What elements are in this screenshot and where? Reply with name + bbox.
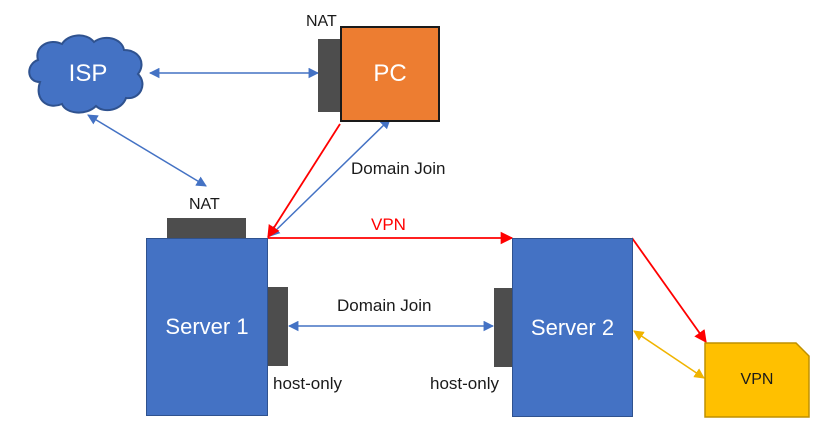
server2-node <box>512 238 633 417</box>
server1-label: Server 1 <box>165 314 249 339</box>
server2-label: Server 2 <box>530 314 615 340</box>
pc-nat-label: NAT <box>306 13 337 30</box>
server1-hostonly-adapter <box>268 287 288 366</box>
domain-join-pc-label: Domain Join <box>351 159 446 178</box>
pc-label: PC <box>373 60 407 87</box>
server2-vpn-card-link <box>631 237 707 344</box>
server1-nat-adapter <box>167 218 246 238</box>
server1-hostonly-label: host-only <box>273 374 342 393</box>
isp-server1-link <box>87 114 207 187</box>
pc-server1-vpn-link <box>267 123 341 239</box>
server1-node <box>146 238 268 416</box>
vpn-link-label: VPN <box>371 215 406 234</box>
isp-label: ISP <box>68 60 108 87</box>
domain-join-servers-label: Domain Join <box>337 296 432 315</box>
pc-server1-domain-join-link <box>269 118 391 237</box>
vpn-card-label: VPN <box>740 371 774 388</box>
server2-hostonly-adapter <box>494 288 513 367</box>
vpn-card-icon <box>704 342 810 418</box>
server2-hostonly-label: host-only <box>430 374 499 393</box>
isp-cloud-icon <box>28 34 144 114</box>
pc-node <box>340 26 440 122</box>
server2-vpn-card-yellow-link <box>633 330 705 379</box>
pc-nat-adapter <box>318 39 340 112</box>
server1-nat-label: NAT <box>189 196 220 213</box>
